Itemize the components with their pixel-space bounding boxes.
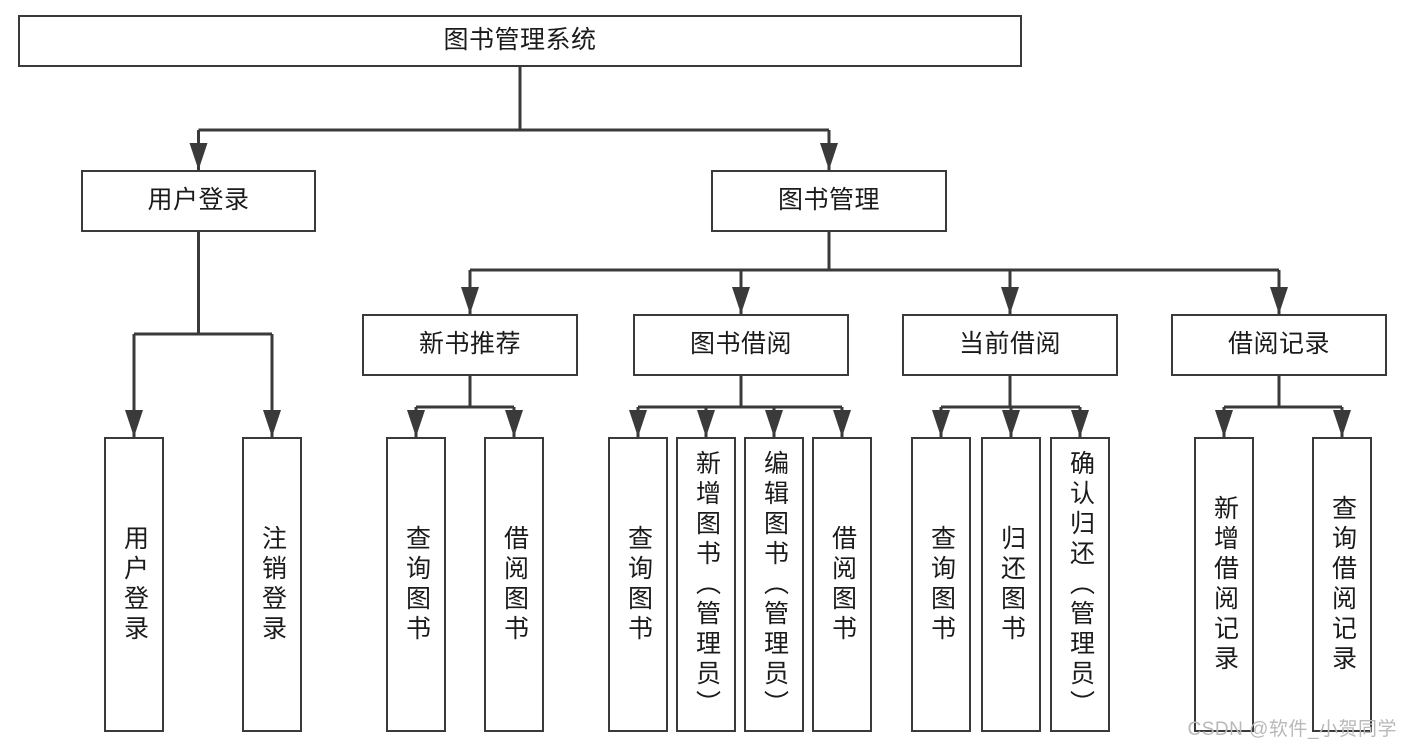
node-label: 查询图书 bbox=[402, 524, 431, 645]
node-label: 用户登录 bbox=[120, 524, 149, 645]
arrowhead-icon bbox=[820, 143, 838, 170]
node-label: 图书管理系统 bbox=[443, 26, 597, 55]
node-newbook[interactable]: 新书推荐 bbox=[362, 314, 578, 376]
node-borrow-3[interactable]: 编辑图书（管理员） bbox=[744, 437, 804, 732]
node-login-2[interactable]: 注销登录 bbox=[242, 437, 302, 732]
arrowhead-icon bbox=[932, 410, 950, 437]
arrowhead-icon bbox=[125, 410, 143, 437]
arrowhead-icon bbox=[697, 410, 715, 437]
node-label: 图书管理 bbox=[777, 186, 880, 215]
node-current-3[interactable]: 确认归还（管理员） bbox=[1050, 437, 1110, 732]
node-label: 编辑图书（管理员） bbox=[760, 449, 789, 720]
node-borrow-1[interactable]: 查询图书 bbox=[608, 437, 668, 732]
node-borrow[interactable]: 图书借阅 bbox=[633, 314, 849, 376]
node-newbook-1[interactable]: 查询图书 bbox=[386, 437, 446, 732]
arrowhead-icon bbox=[407, 410, 425, 437]
node-label: 新增图书（管理员） bbox=[692, 449, 721, 720]
arrowhead-icon bbox=[189, 143, 208, 170]
arrowhead-icon bbox=[833, 410, 851, 437]
node-label: 借阅图书 bbox=[500, 524, 529, 645]
node-label: 借阅图书 bbox=[828, 524, 857, 645]
arrowhead-icon bbox=[1333, 410, 1351, 437]
node-label: 图书借阅 bbox=[689, 330, 792, 359]
node-newbook-2[interactable]: 借阅图书 bbox=[484, 437, 544, 732]
node-current[interactable]: 当前借阅 bbox=[902, 314, 1118, 376]
arrowhead-icon bbox=[505, 410, 523, 437]
node-bookmgmt[interactable]: 图书管理 bbox=[711, 170, 947, 232]
node-login-1[interactable]: 用户登录 bbox=[104, 437, 164, 732]
node-login[interactable]: 用户登录 bbox=[81, 170, 316, 232]
arrowhead-icon bbox=[732, 287, 750, 314]
node-label: 当前借阅 bbox=[958, 330, 1061, 359]
node-records-2[interactable]: 查询借阅记录 bbox=[1312, 437, 1372, 732]
arrowhead-icon bbox=[629, 410, 647, 437]
node-records[interactable]: 借阅记录 bbox=[1171, 314, 1387, 376]
node-borrow-2[interactable]: 新增图书（管理员） bbox=[676, 437, 736, 732]
arrowhead-icon bbox=[461, 287, 479, 314]
node-root[interactable]: 图书管理系统 bbox=[18, 15, 1022, 67]
node-label: 用户登录 bbox=[147, 186, 250, 215]
node-label: 新增借阅记录 bbox=[1210, 494, 1239, 675]
arrowhead-icon bbox=[1001, 287, 1019, 314]
watermark-label: CSDN @软件_小贺同学 bbox=[1187, 719, 1397, 740]
node-label: 查询借阅记录 bbox=[1328, 494, 1357, 675]
node-current-1[interactable]: 查询图书 bbox=[911, 437, 971, 732]
node-current-2[interactable]: 归还图书 bbox=[981, 437, 1041, 732]
node-label: 归还图书 bbox=[997, 524, 1026, 645]
arrowhead-icon bbox=[263, 410, 281, 437]
node-label: 查询图书 bbox=[624, 524, 653, 645]
arrowhead-icon bbox=[1270, 287, 1288, 314]
node-label: 确认归还（管理员） bbox=[1066, 449, 1095, 720]
node-label: 新书推荐 bbox=[418, 330, 521, 359]
node-label: 查询图书 bbox=[927, 524, 956, 645]
arrowhead-icon bbox=[1215, 410, 1233, 437]
arrowhead-icon bbox=[1071, 410, 1089, 437]
arrowhead-icon bbox=[765, 410, 783, 437]
node-label: 注销登录 bbox=[258, 524, 287, 645]
arrowhead-icon bbox=[1002, 410, 1020, 437]
node-label: 借阅记录 bbox=[1227, 330, 1330, 359]
node-borrow-4[interactable]: 借阅图书 bbox=[812, 437, 872, 732]
node-records-1[interactable]: 新增借阅记录 bbox=[1194, 437, 1254, 732]
